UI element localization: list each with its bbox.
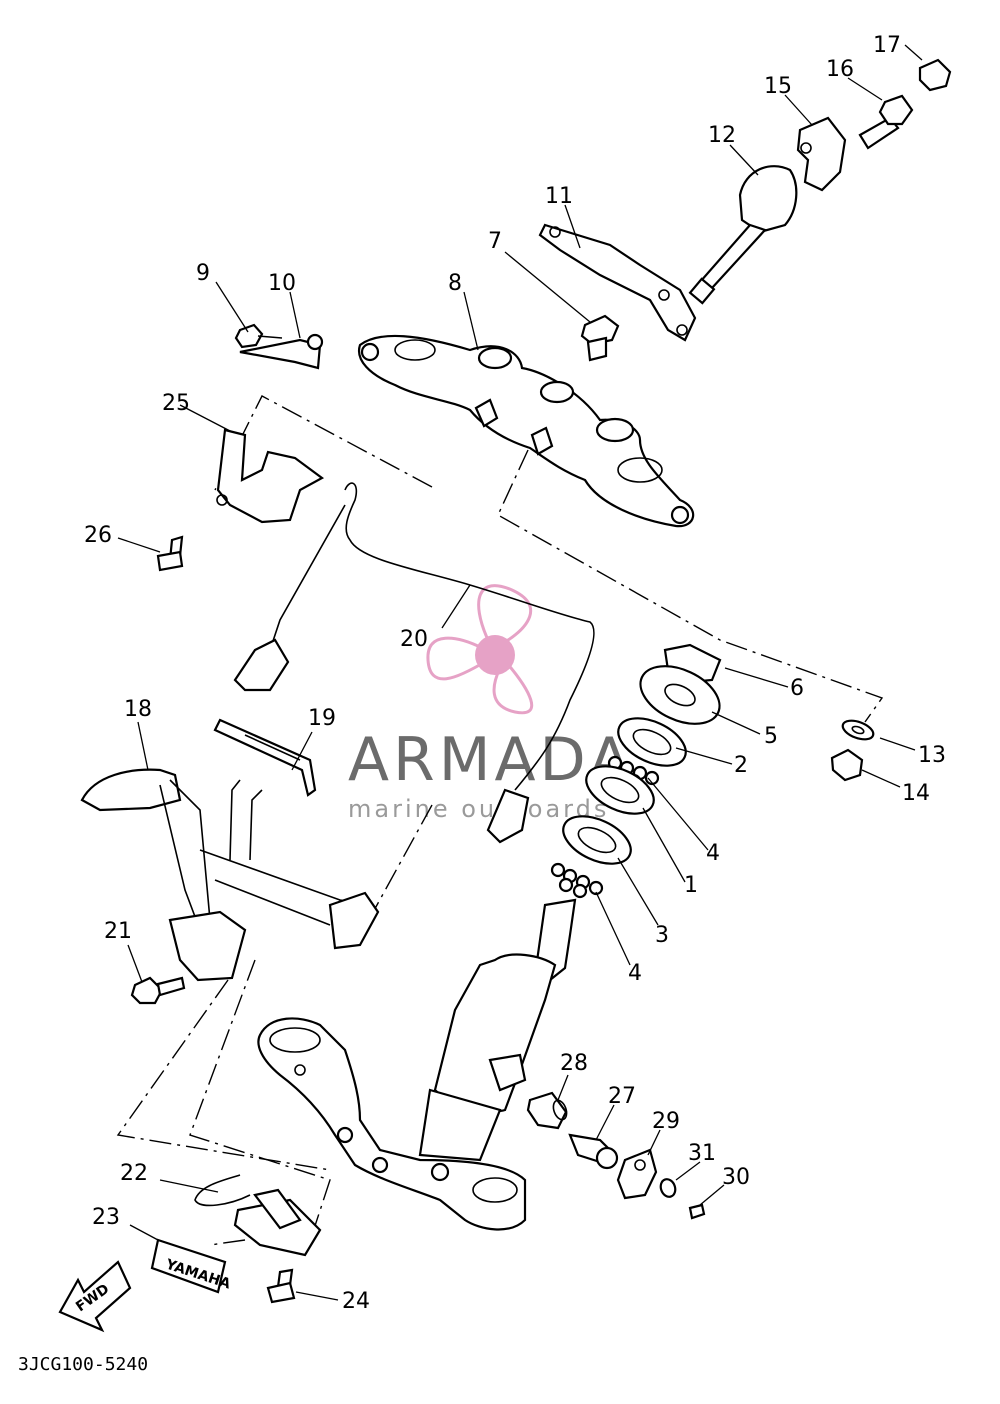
bolt-26 (156, 535, 184, 572)
handle-12 (688, 165, 798, 305)
callout-12: 12 (708, 123, 736, 148)
watermark-subtitle: marine outboards (348, 795, 609, 823)
bracket-25 (216, 428, 325, 524)
callout-1: 1 (684, 873, 698, 898)
ring-5 (639, 665, 721, 725)
forward-arrow: FWD (58, 1260, 132, 1333)
callout-19: 19 (308, 706, 336, 731)
upper-bracket (357, 334, 695, 528)
propeller-icon (426, 584, 534, 715)
plate-11 (538, 223, 697, 342)
callout-21: 21 (104, 919, 132, 944)
callout-5: 5 (764, 724, 778, 749)
callout-14: 14 (902, 781, 930, 806)
race-1 (585, 765, 655, 815)
callout-7: 7 (488, 229, 502, 254)
bolt-16 (858, 94, 914, 150)
callout-4-upper: 4 (706, 841, 720, 866)
callout-3: 3 (655, 923, 669, 948)
steering-column (418, 898, 577, 1162)
bearing-balls-4-lower (550, 862, 604, 899)
callout-13: 13 (918, 743, 946, 768)
washer-13 (841, 719, 875, 741)
cable-20 (233, 482, 595, 844)
callout-28: 28 (560, 1051, 588, 1076)
race-3 (562, 815, 632, 865)
bolt-21 (130, 976, 186, 1005)
watermark-logo: ARMADA marine outboards (348, 584, 634, 823)
callout-26: 26 (84, 523, 112, 548)
callout-17: 17 (873, 33, 901, 58)
nut-14 (830, 748, 864, 782)
bolt-7 (580, 314, 620, 362)
callout-20: 20 (400, 627, 428, 652)
callout-29: 29 (652, 1109, 680, 1134)
clamp-15 (796, 116, 847, 192)
callout-10: 10 (268, 271, 296, 296)
callout-11: 11 (545, 184, 573, 209)
bushing-28 (526, 1091, 568, 1130)
callout-24: 24 (342, 1289, 370, 1314)
plate-29 (616, 1148, 658, 1200)
callout-6: 6 (790, 676, 804, 701)
callout-23: 23 (92, 1205, 120, 1230)
clip-10 (239, 333, 324, 370)
drawing-code: 3JCG100-5240 (18, 1354, 148, 1375)
callout-16: 16 (826, 57, 854, 82)
lower-bracket (257, 1017, 527, 1231)
callout-25: 25 (162, 391, 190, 416)
callout-27: 27 (608, 1084, 636, 1109)
frame-18 (80, 768, 380, 982)
callout-30: 30 (722, 1165, 750, 1190)
nut-17 (918, 58, 952, 92)
washer-31 (659, 1178, 677, 1198)
callout-2: 2 (734, 753, 748, 778)
callout-8: 8 (448, 271, 462, 296)
screw-24 (266, 1268, 296, 1304)
cable-tie-19 (213, 718, 317, 797)
bolt-27 (568, 1133, 619, 1170)
clip-22 (194, 1174, 322, 1257)
callouts: 9 10 8 7 11 12 15 16 17 25 26 20 6 5 2 4… (84, 33, 946, 1314)
callout-31: 31 (688, 1141, 716, 1166)
screw-30 (688, 1203, 706, 1220)
callout-9: 9 (196, 261, 210, 286)
leader-lines (117, 44, 923, 1301)
callout-22: 22 (120, 1161, 148, 1186)
race-2 (617, 717, 687, 767)
callout-18: 18 (124, 697, 152, 722)
bolt-9 (234, 323, 283, 349)
callout-4-lower: 4 (628, 961, 642, 986)
emblem-23: YAMAHA (150, 1238, 233, 1294)
callout-15: 15 (764, 74, 792, 99)
watermark-title: ARMADA (348, 725, 634, 795)
